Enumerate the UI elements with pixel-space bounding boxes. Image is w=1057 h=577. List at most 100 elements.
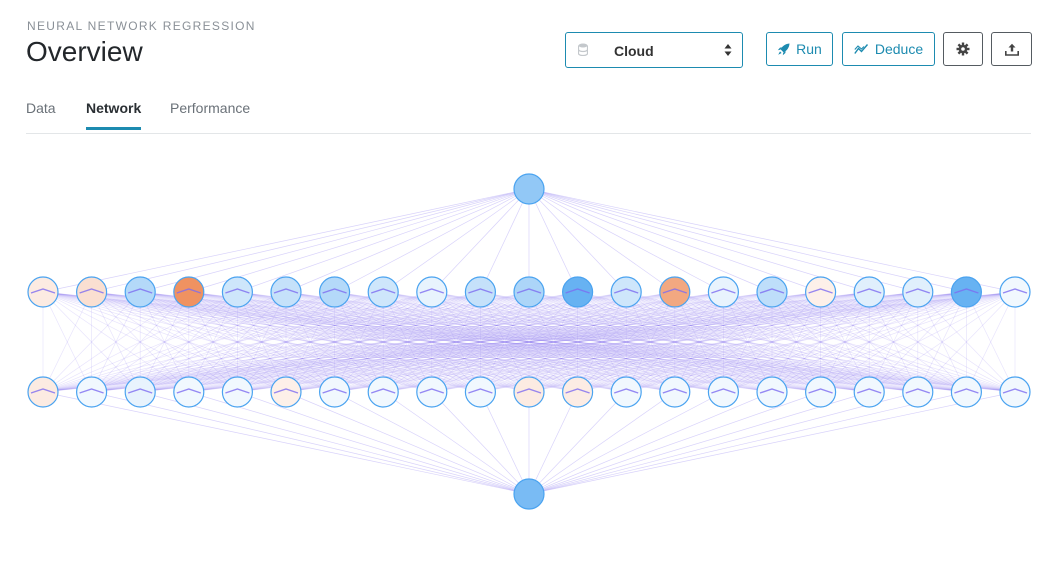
neuron-background: [76, 377, 107, 407]
network-edge: [480, 291, 530, 393]
neuron-weight-mark: [419, 388, 445, 394]
network-edge: [42, 291, 287, 393]
neuron-hidden_1-14[interactable]: [707, 276, 740, 308]
network-edge: [140, 291, 530, 393]
neuron-hidden_1-6[interactable]: [319, 276, 351, 308]
neuron-hidden_2-10[interactable]: [513, 376, 545, 408]
neuron-hidden_2-14[interactable]: [707, 376, 740, 408]
settings-button[interactable]: [943, 32, 983, 66]
neuron-hidden_2-7[interactable]: [367, 376, 399, 408]
tab-performance[interactable]: Performance: [170, 100, 251, 116]
neuron-hidden_2-19[interactable]: [950, 376, 983, 408]
neuron-hidden_1-13[interactable]: [659, 276, 691, 308]
environment-select[interactable]: Cloud: [565, 32, 743, 68]
network-edge: [237, 291, 627, 393]
network-edge: [42, 291, 821, 393]
network-edge: [285, 291, 627, 393]
neuron-hidden_2-16[interactable]: [804, 376, 837, 408]
neuron-hidden_1-5[interactable]: [270, 276, 302, 308]
database-icon: [577, 43, 589, 61]
neuron-hidden_1-15[interactable]: [756, 276, 788, 308]
network-edge: [626, 291, 1016, 393]
network-edge: [528, 291, 773, 393]
network-edge: [285, 291, 384, 393]
neuron-hidden_2-15[interactable]: [756, 376, 788, 408]
neuron-hidden_1-20[interactable]: [999, 276, 1031, 308]
neuron-hidden_1-1[interactable]: [75, 276, 108, 308]
neuron-weight-mark: [711, 288, 736, 294]
network-edge: [528, 188, 773, 293]
network-edge: [285, 291, 1016, 393]
network-edge: [383, 291, 918, 393]
neuron-hidden_1-9[interactable]: [464, 276, 496, 308]
network-edge: [480, 291, 578, 393]
neuron-hidden_1-10[interactable]: [513, 276, 545, 308]
network-edge: [966, 291, 1016, 393]
neuron-hidden_2-4[interactable]: [221, 376, 253, 408]
network-edge: [626, 291, 821, 393]
network-edge: [91, 291, 432, 393]
neuron-hidden_1-12[interactable]: [610, 276, 642, 308]
network-edge: [237, 291, 724, 393]
network-edge: [188, 291, 870, 393]
network-edge: [528, 291, 918, 393]
network-edge: [431, 291, 821, 393]
neuron-input-0[interactable]: [513, 173, 545, 205]
neuron-hidden_1-16[interactable]: [804, 276, 837, 308]
tab-data[interactable]: Data: [26, 100, 56, 116]
neuron-hidden_1-18[interactable]: [902, 276, 934, 308]
neuron-hidden_2-20[interactable]: [999, 376, 1031, 408]
network-edge: [140, 291, 675, 393]
neuron-hidden_2-3[interactable]: [173, 376, 205, 408]
network-edge: [42, 291, 432, 393]
network-edge: [431, 291, 675, 393]
neuron-hidden_2-1[interactable]: [75, 376, 108, 408]
network-edge: [383, 291, 724, 393]
neuron-hidden_1-19[interactable]: [950, 276, 983, 308]
network-edge: [188, 291, 675, 393]
export-button[interactable]: [991, 32, 1032, 66]
neuron-weight-mark: [176, 288, 202, 294]
neuron-weight-mark: [954, 288, 979, 294]
network-edge: [285, 291, 481, 393]
neuron-hidden_1-8[interactable]: [416, 276, 448, 308]
neuron-weight-mark: [565, 388, 590, 394]
network-edge: [917, 291, 967, 393]
neuron-hidden_2-8[interactable]: [416, 376, 448, 408]
neuron-hidden_1-2[interactable]: [124, 276, 156, 308]
neuron-hidden_1-4[interactable]: [221, 276, 253, 308]
neuron-hidden_2-17[interactable]: [853, 376, 885, 408]
neuron-weight-mark: [468, 388, 493, 394]
neuron-hidden_2-9[interactable]: [464, 376, 496, 408]
run-button[interactable]: Run: [766, 32, 833, 66]
neuron-background: [271, 377, 301, 407]
network-edge: [188, 291, 432, 393]
neuron-weight-mark: [613, 388, 639, 394]
neuron-hidden_2-11[interactable]: [561, 376, 594, 408]
network-edge: [188, 291, 773, 393]
neuron-hidden_1-17[interactable]: [853, 276, 885, 308]
neuron-hidden_1-0[interactable]: [27, 276, 59, 308]
network-edge: [383, 291, 724, 393]
neuron-hidden_1-7[interactable]: [367, 276, 399, 308]
tab-network[interactable]: Network: [86, 100, 142, 130]
network-edge: [91, 291, 481, 393]
network-edge: [237, 291, 821, 393]
network-edge: [91, 291, 773, 393]
neuron-hidden_2-18[interactable]: [902, 376, 934, 408]
network-edge: [334, 291, 870, 393]
network-edge: [723, 291, 821, 393]
neuron-hidden_1-3[interactable]: [173, 276, 205, 308]
network-edge: [91, 291, 384, 393]
neuron-hidden_2-2[interactable]: [124, 376, 156, 408]
neuron-hidden_2-12[interactable]: [610, 376, 642, 408]
network-edge: [188, 291, 724, 393]
network-edge: [431, 291, 918, 393]
neuron-hidden_2-6[interactable]: [319, 376, 351, 408]
neuron-hidden_2-13[interactable]: [659, 376, 691, 408]
neuron-output-0[interactable]: [513, 478, 545, 510]
deduce-button[interactable]: Deduce: [842, 32, 935, 66]
neuron-hidden_1-11[interactable]: [561, 276, 594, 308]
neuron-hidden_2-5[interactable]: [270, 376, 302, 408]
neuron-hidden_2-0[interactable]: [27, 376, 59, 408]
